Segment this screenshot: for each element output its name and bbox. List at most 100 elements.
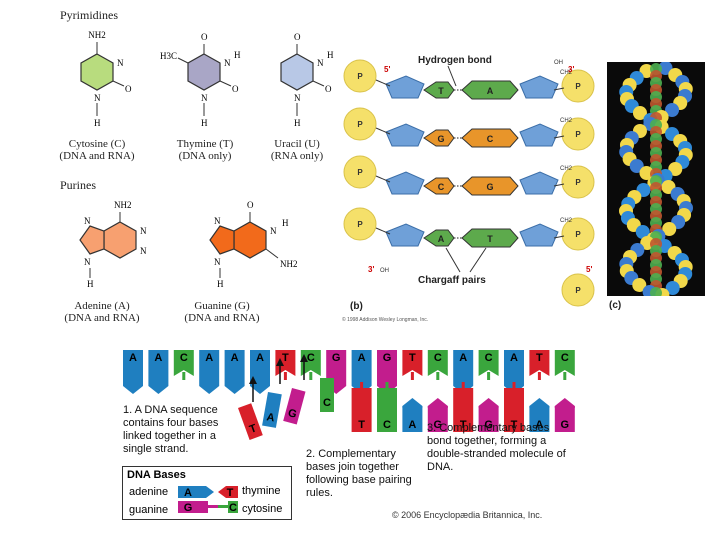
svg-text:H3C: H3C	[160, 51, 177, 61]
chargaff-pointer-2	[470, 248, 486, 272]
svg-text:H: H	[234, 50, 241, 60]
top-strand-base-4: A	[199, 350, 219, 394]
svg-text:NH2: NH2	[114, 200, 132, 210]
phosphate-left-3: P	[344, 156, 376, 188]
base-left-label-4: A	[438, 234, 445, 244]
britannica-credit: © 2006 Encyclopædia Britannica, Inc.	[392, 510, 542, 520]
sugar-left-3	[386, 172, 424, 194]
svg-text:N: N	[84, 257, 91, 267]
top-strand-base-5: A	[225, 350, 245, 394]
sugar-right-2	[520, 124, 558, 146]
end-3-top: 3'	[568, 65, 574, 74]
top-strand-letter-2: A	[154, 352, 162, 364]
svg-text:H: H	[294, 118, 301, 128]
cytosine-structure: NH2 N N O H	[81, 30, 132, 128]
free-base-letter-4: C	[323, 397, 331, 409]
svg-text:P: P	[357, 120, 363, 129]
free-base-4: C	[320, 378, 334, 412]
svg-text:P: P	[357, 72, 363, 81]
base-right-label-1: A	[487, 86, 494, 96]
base-pairing-panel: PPTACH2PPGCCH2PPCGCH2PPATCH25'3'3'5'OHOH…	[340, 40, 605, 325]
svg-text:P: P	[575, 82, 581, 91]
svg-text:N: N	[214, 216, 221, 226]
free-base-2: A	[262, 392, 282, 428]
top-strand-base-18: C	[555, 350, 575, 380]
ch2-label-2: CH2	[560, 118, 573, 124]
adenine-structure: NH2 N N N N H	[80, 200, 147, 289]
free-base-1: T	[238, 403, 263, 440]
bottom-strand-letter-3: A	[408, 419, 416, 431]
top-strand-letter-12: T	[409, 352, 416, 364]
legend-thymine: thymine	[242, 485, 281, 497]
top-strand-letter-6: A	[256, 352, 264, 364]
svg-text:H: H	[327, 50, 334, 60]
top-strand-letter-7: T	[282, 352, 289, 364]
top-strand-letter-5: A	[231, 352, 239, 364]
helix-model-panel	[607, 62, 705, 296]
top-strand-letter-3: C	[180, 352, 188, 364]
svg-text:P: P	[575, 178, 581, 187]
top-strand-letter-18: C	[561, 352, 569, 364]
top-strand-base-2: A	[148, 350, 168, 394]
svg-text:O: O	[125, 84, 132, 94]
legend-title: DNA Bases	[127, 469, 186, 481]
bottom-strand-base-2: C	[377, 382, 397, 432]
svg-text:N: N	[270, 226, 277, 236]
svg-text:P: P	[575, 230, 581, 239]
chargaff-pairs-label: Chargaff pairs	[418, 275, 486, 286]
top-strand-base-12: T	[402, 350, 422, 380]
svg-text:N: N	[201, 93, 208, 103]
legend-guanine: guanine	[129, 504, 168, 516]
top-strand-letter-8: C	[307, 352, 315, 364]
svg-text:N: N	[317, 58, 324, 68]
thymine-caption: Thymine (T)(DNA only)	[160, 138, 250, 162]
phosphate-left-1: P	[344, 60, 376, 92]
bottom-strand-letter-1: T	[358, 419, 365, 431]
chargaff-pointer-1	[446, 248, 460, 272]
phosphate-left-2: P	[344, 108, 376, 140]
svg-text:NH2: NH2	[280, 259, 298, 269]
panel-b-copyright: © 1998 Addison Wesley Longman, Inc.	[342, 317, 428, 323]
space-filling-helix-model	[607, 62, 705, 296]
step1-note: 1. A DNA sequence contains four bases li…	[123, 404, 233, 456]
svg-text:H: H	[94, 118, 101, 128]
base-structure-drawings: NH2 N N O H O H3C N H O N H O	[52, 0, 342, 330]
base-right-label-4: T	[487, 234, 493, 244]
svg-text:H: H	[282, 218, 289, 228]
top-strand-letter-16: A	[510, 352, 518, 364]
svg-text:N: N	[84, 216, 91, 226]
end-5-top: 5'	[384, 65, 390, 74]
base-structures-panel: Pyrimidines Purines NH2 N N O H O H3C N …	[52, 0, 342, 330]
oh-label-right: OH	[554, 60, 563, 66]
bottom-strand-base-1: T	[352, 382, 372, 432]
hydrogen-bond-label: Hydrogen bond	[418, 55, 492, 66]
sugar-right-3	[520, 172, 558, 194]
top-strand-base-17: T	[529, 350, 549, 380]
top-strand-letter-1: A	[129, 352, 137, 364]
sugar-right-1	[520, 76, 558, 98]
phosphate-right-bottom: P	[562, 274, 594, 306]
sugar-left-4	[386, 224, 424, 246]
adenine-caption: Adenine (A)(DNA and RNA)	[52, 300, 152, 324]
top-strand-letter-9: G	[332, 352, 341, 364]
end-3-bottom: 3'	[368, 265, 374, 274]
bottom-strand-letter-2: C	[383, 419, 391, 431]
panel-b-label: (b)	[350, 301, 363, 312]
svg-text:P: P	[357, 220, 363, 229]
free-base-3: G	[283, 388, 305, 424]
panel-c-label: (c)	[609, 300, 621, 311]
top-strand-base-15: C	[479, 350, 499, 380]
top-strand-letter-17: T	[536, 352, 543, 364]
svg-text:P: P	[357, 168, 363, 177]
top-strand-letter-10: A	[358, 352, 366, 364]
ch2-label-4: CH2	[560, 218, 573, 224]
sugar-left-2	[386, 124, 424, 146]
svg-text:NH2: NH2	[88, 30, 106, 40]
end-5-bottom: 5'	[586, 265, 592, 274]
base-left-label-2: G	[437, 134, 444, 144]
sugar-left-1	[386, 76, 424, 98]
phosphate-left-4: P	[344, 208, 376, 240]
svg-text:N: N	[140, 226, 147, 236]
top-strand-letter-14: A	[459, 352, 467, 364]
